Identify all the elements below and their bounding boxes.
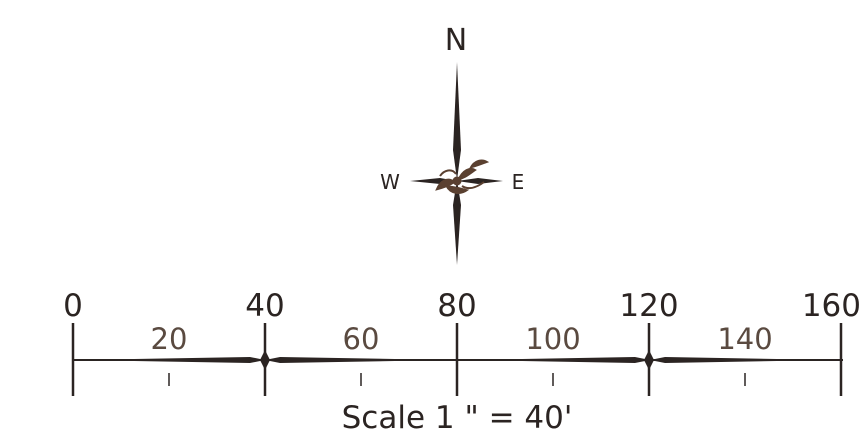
scale-minor-label: 100 xyxy=(525,322,580,356)
scale-diamond-marker xyxy=(644,350,654,370)
compass-east-needle xyxy=(457,178,503,184)
scale-minor-label: 60 xyxy=(343,322,380,356)
compass-north-label: N xyxy=(445,23,467,58)
compass-west-label: W xyxy=(380,170,400,194)
scale-major-label: 160 xyxy=(802,288,861,324)
scale-major-label: 0 xyxy=(63,288,83,324)
compass-north-needle xyxy=(453,62,461,180)
scale-diamond-marker xyxy=(260,350,270,370)
scale-minor-label: 140 xyxy=(717,322,772,356)
compass-rose: N W E xyxy=(380,23,524,265)
scale-major-label: 120 xyxy=(619,288,678,324)
scale-minor-label: 20 xyxy=(151,322,188,356)
scale-major-label: 80 xyxy=(437,288,476,324)
scale-bar: 0 40 80 120 160 20 60 100 140 Scale 1 " … xyxy=(63,288,861,434)
compass-east-label: E xyxy=(512,170,525,194)
scale-caption: Scale 1 " = 40' xyxy=(342,400,573,434)
scale-bar-segment xyxy=(462,357,650,363)
scale-bar-segment xyxy=(80,357,265,363)
scale-major-label: 40 xyxy=(245,288,284,324)
compass-ornament xyxy=(435,159,490,194)
scale-bar-segment xyxy=(265,357,450,363)
scale-bar-segment xyxy=(650,357,835,363)
compass-south-needle xyxy=(453,180,461,265)
